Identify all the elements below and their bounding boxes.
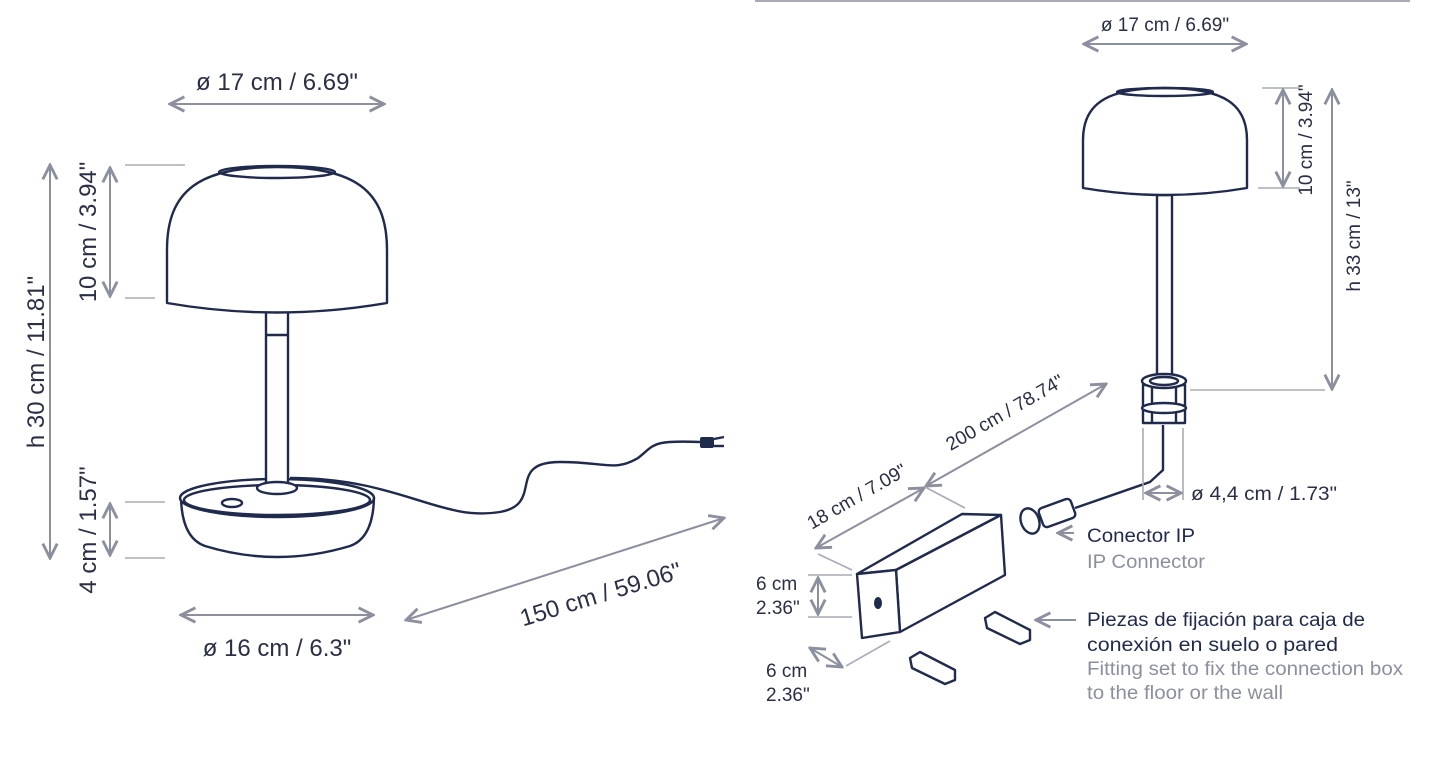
base-height-label: 4 cm / 1.57" [75, 466, 102, 593]
outdoor-shade-diameter-label: ø 17 cm / 6.69" [1101, 15, 1229, 36]
outdoor-lamp-drawing [855, 86, 1249, 686]
shade-diameter-label: ø 17 cm / 6.69" [196, 69, 358, 96]
lamp-cable [289, 440, 701, 515]
outdoor-total-height-label: h 33 cm / 13" [1344, 180, 1365, 291]
box-height-in-label: 2.36" [756, 598, 800, 619]
cable-length-200-label: 200 cm / 78.74" [943, 371, 1068, 455]
lamp-plug [700, 437, 714, 448]
connector-label-es: Conector IP [1087, 526, 1195, 547]
fitting-bracket [908, 610, 1032, 686]
base-diameter-label: ø 16 cm / 6.3" [203, 635, 352, 662]
ip-connector [1019, 497, 1077, 535]
connector-label-en: IP Connector [1087, 552, 1206, 573]
part-labels: Conector IP IP Connector Piezas de fijac… [1036, 526, 1404, 704]
touch-button [220, 497, 244, 509]
outdoor-shade [1081, 86, 1249, 197]
fitting-label-es-1: Piezas de fijación para caja de [1087, 610, 1365, 631]
box-width-in-label: 2.36" [766, 685, 810, 706]
fitting-label-en-2: to the floor or the wall [1087, 683, 1283, 704]
fixing-diameter-label: ø 4,4 cm / 1.73" [1191, 484, 1337, 505]
total-height-label: h 30 cm / 11.81" [23, 276, 50, 448]
shade-height-label: 10 cm / 3.94" [75, 162, 102, 303]
outdoor-cable [1074, 425, 1165, 510]
lamp-shade [165, 165, 389, 314]
box-length-label: 18 cm / 7.09" [804, 460, 911, 534]
cable-length-label: 150 cm / 59.06" [517, 557, 685, 632]
outdoor-shade-height-label: 10 cm / 3.94" [1296, 84, 1317, 195]
box-width-cm-label: 6 cm [766, 661, 807, 682]
outdoor-stem [1155, 193, 1174, 382]
table-lamp-dimensions: ø 17 cm / 6.69" h 30 cm / 11.81" 10 cm /… [23, 69, 724, 662]
table-lamp-drawing [165, 164, 725, 559]
fitting-label-en-1: Fitting set to fix the connection box [1087, 659, 1404, 680]
ground-fixing [1140, 372, 1188, 425]
fitting-label-es-2: conexión en suelo o pared [1087, 635, 1338, 656]
connection-box [855, 512, 1007, 640]
outdoor-lamp-dimensions: ø 17 cm / 6.69" 10 cm / 3.94" h 33 cm / … [756, 15, 1365, 706]
box-height-cm-label: 6 cm [756, 574, 797, 595]
